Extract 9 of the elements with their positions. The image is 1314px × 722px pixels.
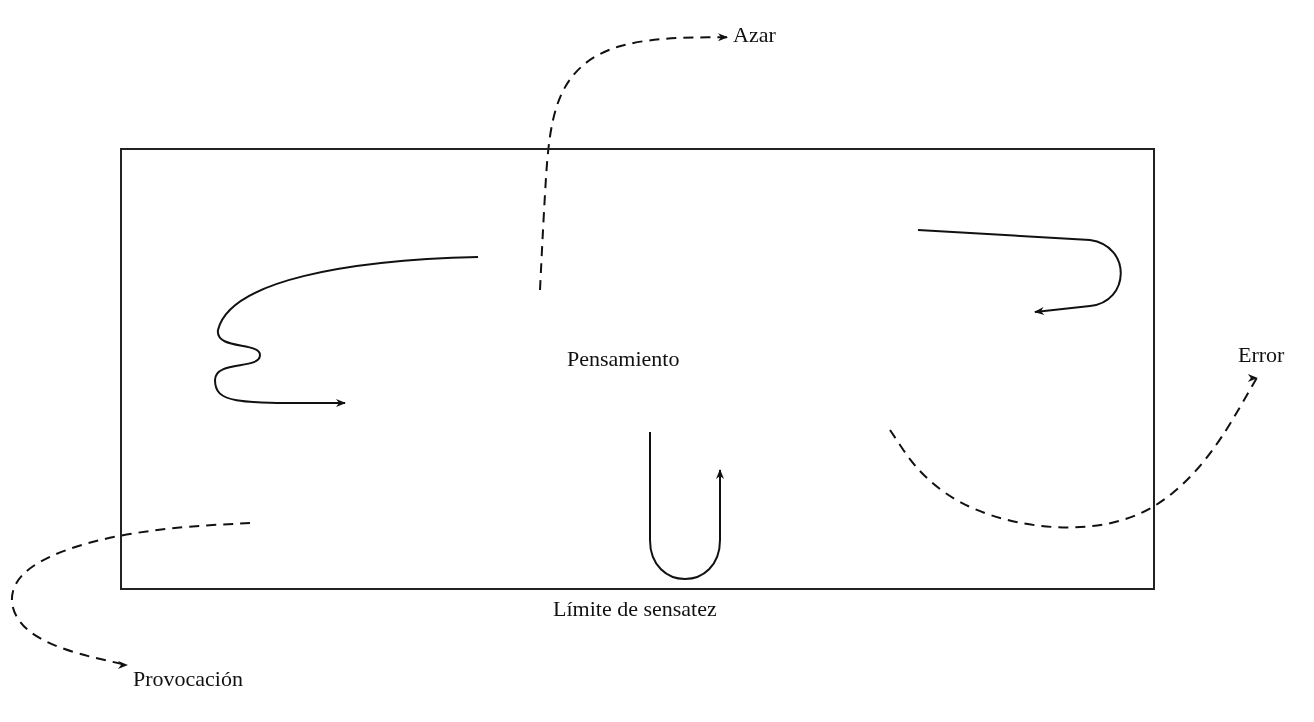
dashed-arrow (10, 522, 251, 668)
node-label: Límite de sensatez (553, 596, 717, 623)
node-label: Provocación (133, 666, 263, 696)
box-label: Pensamiento (567, 346, 680, 373)
node-label: Error (1238, 342, 1300, 372)
node-label: Azar (733, 22, 793, 52)
boundary-box (120, 148, 1155, 590)
dashed-arrow (889, 377, 1258, 529)
dashed-arrow (539, 33, 728, 291)
